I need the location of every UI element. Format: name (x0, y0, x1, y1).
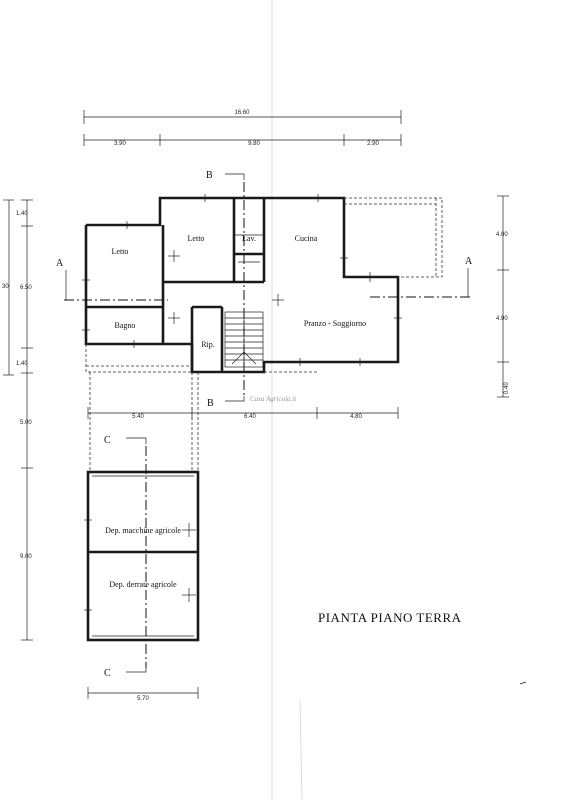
dim-top-2: 9.80 (248, 141, 260, 147)
dim-bottom: 5.70 (137, 696, 149, 702)
dim-right-2: 4.90 (496, 316, 508, 322)
room-letto-1: Letto (112, 247, 129, 256)
dim-left-4: 5.00 (20, 420, 32, 426)
left-dimensions: 30 1.40 6.50 1.40 5.00 9.00 (2, 199, 33, 641)
agri-building-walls (84, 470, 200, 642)
bottom-dimensions: 5.70 (87, 687, 199, 702)
room-dep-macchine: Dep. macchine agricole (105, 526, 181, 535)
stray-mark (519, 681, 527, 685)
section-label-b-bottom: B (207, 398, 214, 409)
dim-top-1: 3.90 (114, 141, 126, 147)
room-dep-derrate: Dep. derrate agricole (109, 580, 177, 589)
dim-left-total: 30 (2, 284, 9, 290)
dim-top-total: 16.60 (234, 110, 250, 116)
section-label-a-left: A (56, 258, 64, 269)
section-lines (64, 173, 470, 673)
openings (82, 194, 402, 366)
dim-mid-2: 6.40 (244, 414, 256, 420)
dim-mid-3: 4.80 (350, 414, 362, 420)
section-label-c-top: C (104, 435, 111, 446)
right-dimensions: 4.00 4.90 0.40 (496, 195, 510, 398)
dim-left-2: 6.50 (20, 285, 32, 291)
drawing-title: PIANTA PIANO TERRA (318, 610, 462, 625)
paper-fold-line-lower (299, 699, 303, 800)
house-walls (84, 196, 400, 374)
dim-right-1: 4.00 (496, 232, 508, 238)
dim-left-1: 1.40 (16, 211, 28, 217)
room-rip: Rip. (201, 340, 215, 349)
middle-dimensions: 5.40 6.40 4.80 (87, 407, 399, 420)
room-lav: Lav. (242, 234, 256, 243)
section-label-c-bottom: C (104, 668, 111, 679)
room-bagno: Bagno (115, 321, 136, 330)
dim-left-3: 1.40 (16, 361, 28, 367)
dim-left-5: 9.00 (20, 554, 32, 560)
section-label-a-right: A (465, 256, 473, 267)
watermark: Casa Agricola.it (250, 395, 297, 403)
terrace-outlines (85, 197, 443, 470)
room-letto-2: Letto (188, 234, 205, 243)
section-label-b-top: B (206, 170, 213, 181)
dim-mid-1: 5.40 (132, 414, 144, 420)
dim-top-3: 2.90 (367, 141, 379, 147)
room-pranzo-soggiorno: Pranzo - Soggiorno (304, 319, 366, 328)
room-cucina: Cucina (295, 234, 318, 243)
top-dimensions: 16.60 3.90 9.80 2.90 (83, 110, 402, 147)
dim-right-3: 0.40 (504, 382, 510, 394)
